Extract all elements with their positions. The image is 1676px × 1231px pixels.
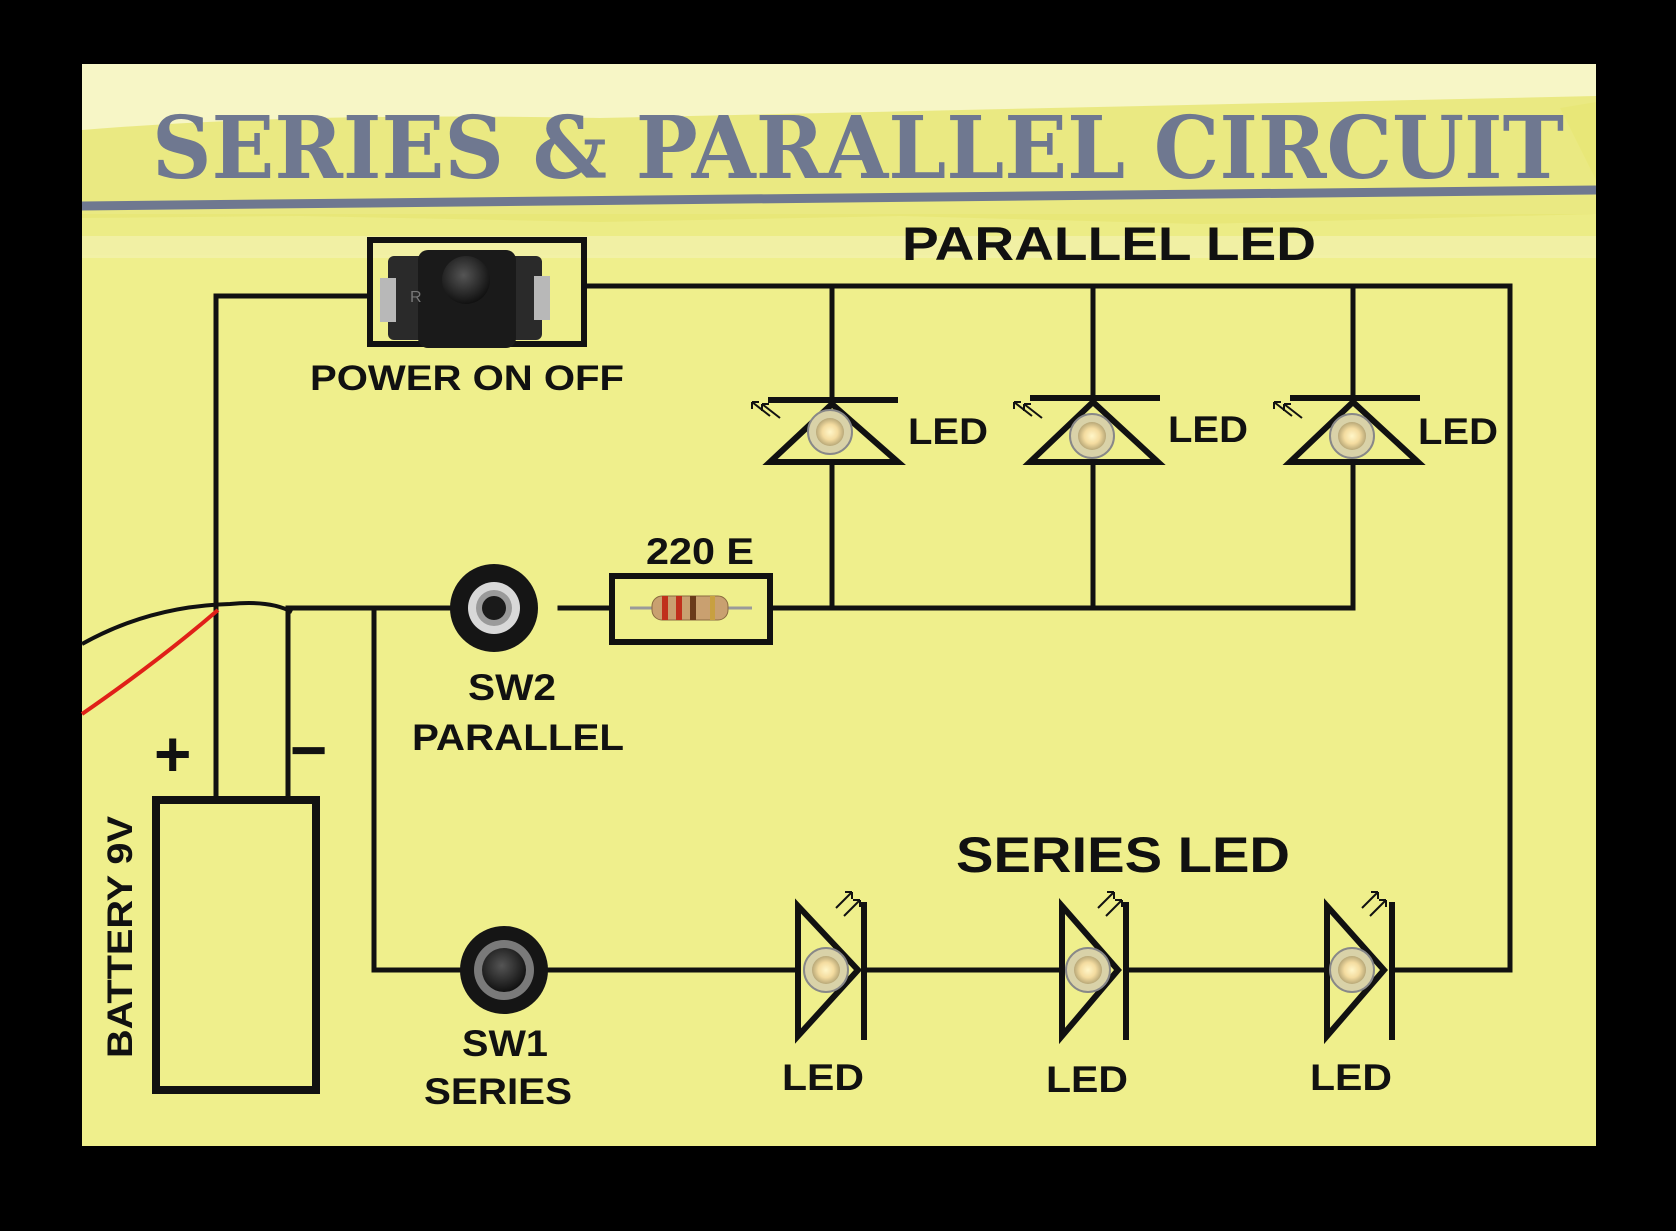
power-switch-marking: R — [410, 289, 422, 306]
led-bulb — [816, 418, 844, 446]
led-bulb — [1338, 956, 1366, 984]
parallel-led-2 — [1013, 395, 1166, 465]
title-underline — [81, 185, 1597, 211]
parallel-led-2-label: LED — [1168, 409, 1248, 450]
battery-label: BATTERY 9V — [101, 815, 140, 1058]
series-led-1-label: LED — [782, 1057, 864, 1098]
led-bulb — [812, 956, 840, 984]
light-arrow-icon — [1273, 401, 1303, 419]
battery-plus-sign: + — [154, 718, 191, 790]
light-arrow-icon — [1097, 891, 1123, 917]
series-led-heading: SERIES LED — [956, 827, 1290, 883]
battery-symbol — [152, 796, 320, 1094]
black-wire — [81, 601, 293, 646]
sw2-label-line2: PARALLEL — [412, 717, 624, 758]
led-bulb — [1338, 422, 1366, 450]
power-switch-knob[interactable] — [442, 256, 490, 304]
red-wire — [80, 608, 220, 716]
series-led-1 — [795, 891, 867, 1044]
resistor-220e — [609, 573, 773, 645]
power-switch-label: POWER ON OFF — [310, 359, 624, 398]
series-led-3 — [1324, 891, 1395, 1045]
light-arrow-icon — [835, 891, 861, 917]
parallel-led-3-label: LED — [1418, 411, 1498, 452]
parallel-led-1-label: LED — [908, 411, 988, 452]
led-bulb — [1074, 956, 1102, 984]
board-lower-tint — [82, 255, 1596, 1146]
sw1-label-line1: SW1 — [462, 1023, 548, 1064]
parallel-led-1 — [751, 397, 906, 465]
sw1-label-line2: SERIES — [424, 1071, 572, 1112]
sw2-label-line1: SW2 — [468, 667, 556, 708]
circuit-traces — [213, 283, 1513, 973]
series-led-3-label: LED — [1310, 1057, 1392, 1098]
series-led-2-label: LED — [1046, 1059, 1128, 1100]
board-title: SERIES & PARALLEL CIRCUIT — [152, 98, 1564, 199]
parallel-led-heading: PARALLEL LED — [902, 217, 1316, 270]
parallel-led-3 — [1273, 395, 1426, 465]
power-switch[interactable]: R — [367, 237, 587, 348]
light-arrow-icon — [1361, 891, 1387, 917]
resistor-label: 220 E — [646, 531, 754, 572]
sw1-series-button[interactable] — [460, 926, 548, 1014]
light-arrow-icon — [751, 401, 781, 419]
light-arrow-icon — [1013, 401, 1043, 419]
series-led-2 — [1059, 891, 1129, 1045]
led-bulb — [1078, 422, 1106, 450]
battery-minus-sign: − — [290, 714, 327, 786]
sw2-parallel-button[interactable] — [450, 564, 538, 652]
